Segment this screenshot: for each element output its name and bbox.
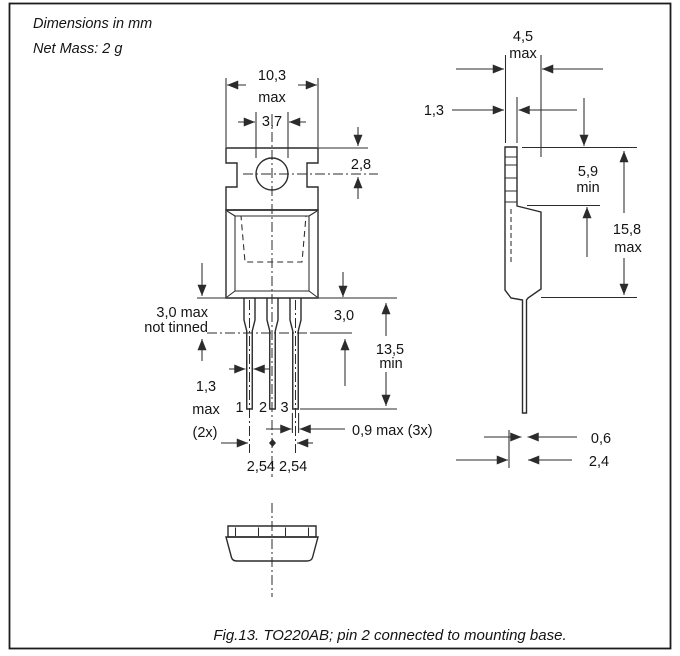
bottom-view [225,503,319,597]
dim-outer-lead-width: 1,3 max (2x) [192,360,270,441]
dim-tab-top-to-hole: 2,8 [318,127,371,199]
front-view: 10,3 max 3,7 2,8 3,0 max not tinned [144,68,433,477]
dim-lead-width: 0,9 max (3x) [266,413,433,439]
bottom-view-ticks [234,527,310,536]
note-units: Dimensions in mm [33,16,152,32]
dim-tab-thickness: 1,3 [424,97,577,143]
dim-body-to-tin-value: 3,0 [334,308,354,324]
dim-tab-thickness-value: 1,3 [424,103,444,119]
dim-tab-top-to-hole-value: 2,8 [351,157,371,173]
dim-tab-height-qualifier: min [576,180,599,196]
dim-lead-length: 13,5 min [376,303,404,406]
dim-not-tinned-line2: not tinned [144,320,208,336]
dim-not-tinned-line1: 3,0 max [156,305,208,321]
hidden-die-pad [240,215,307,263]
figure-caption: Fig.13. TO220AB; pin 2 connected to moun… [213,627,566,644]
dim-lead-setback-value: 2,4 [589,454,609,470]
side-silhouette [504,146,542,414]
dim-lead-length-qualifier: min [379,356,402,372]
pin-3-label: 3 [280,400,288,416]
dim-body-depth-qualifier: max [509,46,537,62]
dim-lead-length-value: 13,5 [376,342,404,358]
dim-total-height-value: 15,8 [613,222,641,238]
dim-lead-pitch: 2,54 2,54 [221,438,313,475]
side-view: 4,5 max 1,3 5,9 min 15,8 max [424,29,643,470]
dim-tab-width-value: 10,3 [258,68,286,84]
dim-tab-height: 5,9 min [527,98,600,257]
dim-lead-width-value: 0,9 max (3x) [352,423,433,439]
dim-outer-lead-width-value: 1,3 [196,379,216,395]
tab-serration-marks [505,156,517,203]
figure-border [8,2,672,650]
dim-outer-lead-width-count: (2x) [193,425,218,441]
dim-total-height: 15,8 max [541,151,642,299]
dim-body-depth: 4,5 max [456,29,603,157]
dim-hole-diameter: 3,7 [238,112,306,158]
dim-lead-thickness: 0,6 [484,431,611,447]
dim-hole-diameter-value: 3,7 [262,114,282,130]
dim-lead-pitch-value: 2,54 2,54 [247,459,307,475]
dim-tab-width-qualifier: max [258,90,286,106]
bottom-view-body [225,536,319,562]
dim-lead-setback: 2,4 [456,430,609,470]
dim-tab-height-value: 5,9 [578,164,598,180]
note-net-mass: Net Mass: 2 g [33,41,122,57]
body-corner-bevels [226,210,318,298]
dim-tab-width: 10,3 max [225,68,319,147]
dim-body-depth-value: 4,5 [513,29,533,45]
pin-1-label: 1 [235,400,243,416]
dim-outer-lead-width-qualifier: max [192,402,220,418]
dim-not-tinned: 3,0 max not tinned [144,263,209,361]
dim-lead-thickness-value: 0,6 [591,431,611,447]
pin-2-label: 2 [259,400,267,416]
dim-total-height-qualifier: max [614,240,642,256]
pitch-center-marker [269,439,276,447]
mounting-hole [255,157,289,191]
lead-2 [266,298,279,410]
dim-body-to-tin: 3,0 [334,272,354,386]
